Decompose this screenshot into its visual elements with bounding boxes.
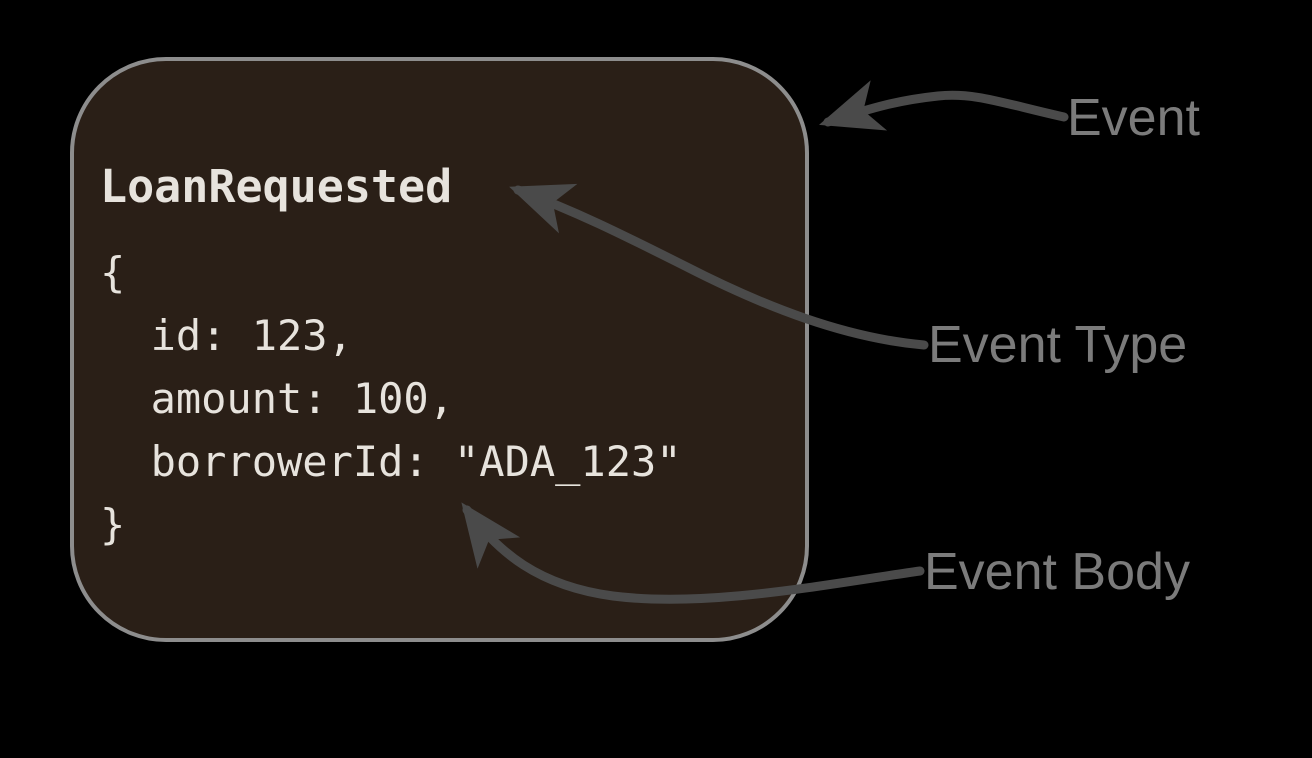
event-body-json: { id: 123, amount: 100, borrowerId: "ADA… — [100, 241, 682, 556]
label-event: Event — [1067, 89, 1200, 147]
event-type-name: LoanRequested — [100, 160, 453, 213]
code-line: } — [100, 500, 126, 549]
code-line: borrowerId: "ADA_123" — [100, 437, 682, 486]
code-line: id: 123, — [100, 311, 353, 360]
label-event-body: Event Body — [924, 543, 1190, 601]
event-card: LoanRequested { id: 123, amount: 100, bo… — [70, 57, 809, 642]
label-event-type: Event Type — [928, 316, 1188, 374]
event-code-block: LoanRequested { id: 123, amount: 100, bo… — [100, 157, 682, 556]
arrow-event — [819, 80, 1069, 131]
code-line: amount: 100, — [100, 374, 455, 423]
code-line: { — [100, 248, 126, 297]
